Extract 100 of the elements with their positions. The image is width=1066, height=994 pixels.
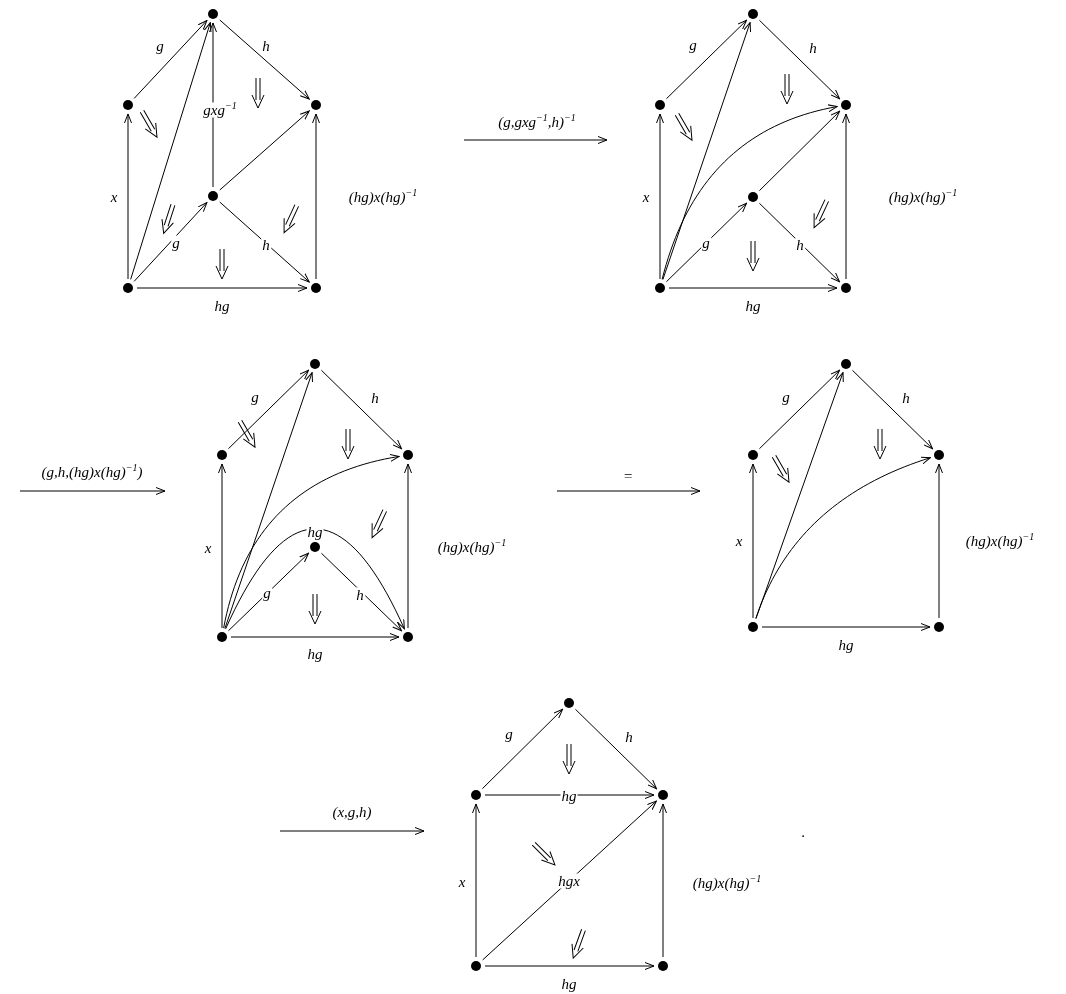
arrow <box>320 369 403 450</box>
dot-node <box>841 283 851 293</box>
arrow <box>665 19 748 100</box>
arrow <box>935 463 943 619</box>
arrow <box>761 623 931 631</box>
dot-node <box>655 100 665 110</box>
morphism-label: (x,g,h) <box>332 804 372 820</box>
arrow <box>209 22 217 188</box>
dot-node <box>934 450 944 460</box>
dot-node <box>748 9 758 19</box>
arrow <box>661 104 838 280</box>
dot-node <box>934 622 944 632</box>
arrow <box>656 113 664 280</box>
arrow <box>574 708 658 790</box>
arrow <box>482 800 657 961</box>
arrow <box>404 463 412 629</box>
arrow <box>225 528 405 630</box>
arrow <box>312 113 320 280</box>
edge-label: hg <box>560 788 578 804</box>
dot-node <box>123 100 133 110</box>
arrow <box>218 463 226 629</box>
arrow <box>124 113 132 280</box>
edge-label: h <box>901 390 911 406</box>
dot-node <box>841 100 851 110</box>
edge-label: h <box>370 390 380 406</box>
arrow <box>472 803 480 958</box>
dot-node <box>658 790 668 800</box>
arrow <box>659 803 667 958</box>
arrow <box>227 552 310 632</box>
dot-node <box>658 961 668 971</box>
arrow <box>320 552 403 632</box>
arrow <box>668 284 838 292</box>
edge-label: hg <box>213 298 231 314</box>
dot-node <box>748 192 758 202</box>
arrow <box>227 369 310 450</box>
edge-label: h <box>624 729 634 745</box>
arrow <box>758 202 841 283</box>
arrow <box>230 633 400 641</box>
arrow <box>219 201 310 283</box>
edge-label: hg <box>744 298 762 314</box>
edge-label: g <box>262 585 272 601</box>
arrow <box>481 708 564 790</box>
dot-node <box>841 359 851 369</box>
arrow <box>662 22 752 280</box>
edge-label: h <box>795 237 805 253</box>
edge-label: (hg)x(hg)$^{−1}$ <box>964 533 1036 549</box>
dot-node <box>655 283 665 293</box>
dot-node <box>403 632 413 642</box>
dot-node <box>748 450 758 460</box>
dot-node <box>310 359 320 369</box>
edge-label: g <box>171 235 181 251</box>
morphism-label: (g,h,(hg)x(hg)$^{−1}$) <box>41 464 143 480</box>
arrow <box>758 19 841 100</box>
edge-label: hg <box>306 646 324 662</box>
dot-node <box>748 622 758 632</box>
edge-label: (hg)x(hg)$^{−1}$ <box>347 189 419 205</box>
dot-node <box>311 100 321 110</box>
arrow <box>665 202 748 283</box>
arrow <box>749 463 757 619</box>
dot-node <box>311 283 321 293</box>
dot-node <box>217 632 227 642</box>
dot-node <box>310 542 320 552</box>
arrow <box>851 369 934 450</box>
edge-label: h <box>261 38 271 54</box>
arrow <box>136 284 308 292</box>
edge-label: g <box>701 235 711 251</box>
morphism-label: (g,gxg$^{−1}$,h)$^{−1}$ <box>498 114 576 130</box>
arrow <box>219 19 310 100</box>
edge-label: h <box>808 40 818 56</box>
arrow <box>755 456 931 619</box>
dot-node <box>471 790 481 800</box>
dot-node <box>471 961 481 971</box>
arrow <box>484 791 655 799</box>
edge-label: (hg)x(hg)$^{−1}$ <box>436 539 508 555</box>
edge-label: hg <box>306 524 324 540</box>
arrow <box>224 372 313 629</box>
edge-label: h <box>261 237 271 253</box>
arrow <box>133 20 208 99</box>
arrow <box>755 372 844 619</box>
arrow <box>223 454 400 629</box>
dot-node <box>123 283 133 293</box>
edge-label: hg <box>560 976 578 992</box>
arrow <box>484 962 655 970</box>
edge-label: gxg$^{−1}$ <box>202 102 238 118</box>
edge-label: h <box>355 587 365 603</box>
edge-label: hg <box>837 637 855 653</box>
dot-node <box>564 698 574 708</box>
arrow <box>133 202 208 282</box>
morphism-label: = <box>622 468 634 484</box>
punctuation-mark: . <box>801 824 805 840</box>
dot-node <box>208 191 218 201</box>
edge-label: hgx <box>557 873 581 889</box>
arrow <box>130 22 212 280</box>
dot-node <box>208 9 218 19</box>
edge-label: (hg)x(hg)$^{−1}$ <box>691 875 763 891</box>
arrow <box>842 113 850 280</box>
arrow <box>219 110 310 191</box>
edge-label: (hg)x(hg)$^{−1}$ <box>887 189 959 205</box>
dot-node <box>217 450 227 460</box>
arrow <box>758 369 841 450</box>
